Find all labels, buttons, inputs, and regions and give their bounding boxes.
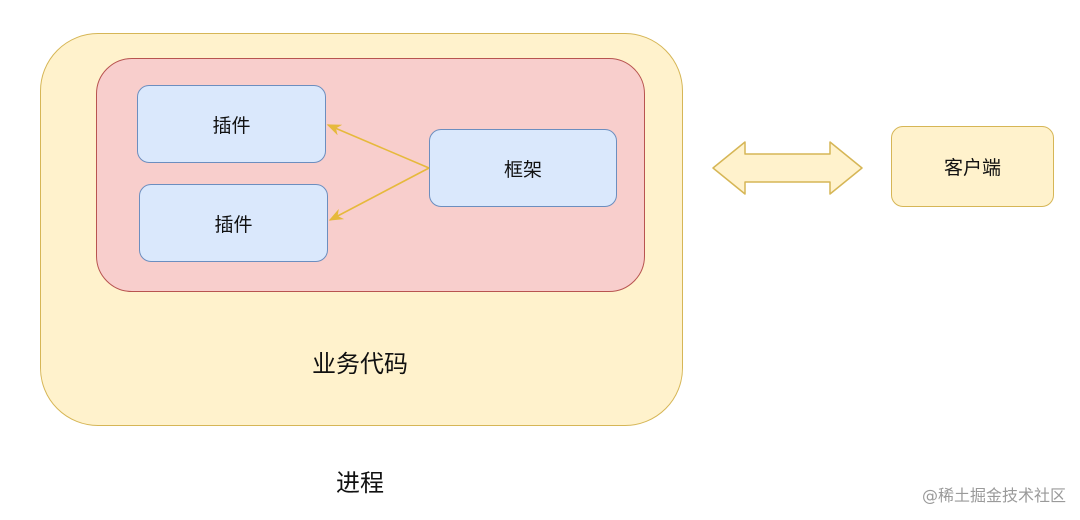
framework-node-label: 框架 (503, 158, 542, 181)
arrow-framework-to-plugin-1 (326, 124, 430, 169)
plugin-node-1-label: 插件 (212, 114, 251, 137)
double-arrow-icon (712, 141, 863, 195)
client-node-label: 客户端 (943, 157, 1001, 179)
arrow-framework-to-plugin-2 (328, 167, 430, 221)
plugin-node-1[interactable]: 插件 (137, 85, 326, 163)
process-label: 进程 (336, 469, 384, 497)
framework-node[interactable]: 框架 (429, 129, 617, 207)
client-node[interactable]: 客户端 (891, 126, 1054, 207)
watermark-text: @稀土掘金技术社区 (921, 486, 1066, 505)
business-code-label: 业务代码 (312, 350, 408, 378)
plugin-node-2[interactable]: 插件 (139, 184, 328, 262)
plugin-node-2-label: 插件 (214, 213, 253, 236)
